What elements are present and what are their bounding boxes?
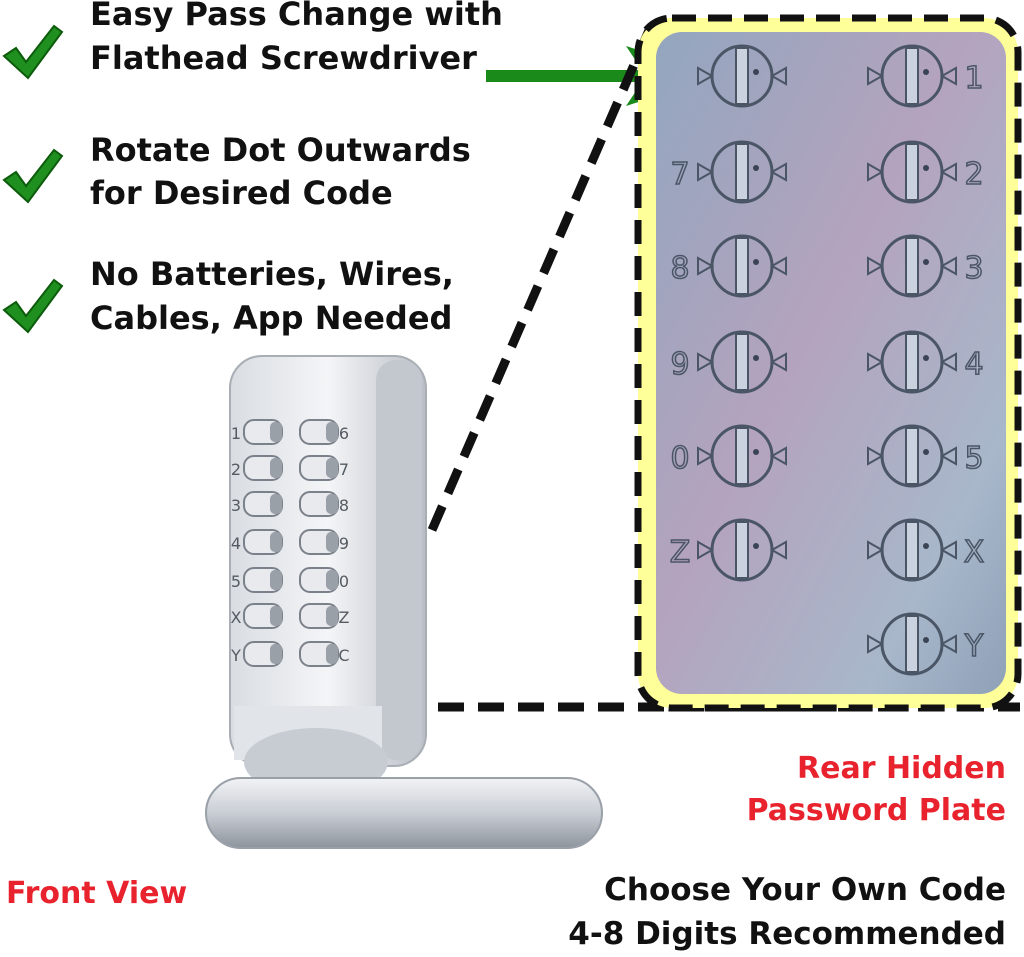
check-mark-icon [2, 24, 64, 80]
keypad-button: 0 [299, 567, 349, 593]
plate-dial: Z [669, 518, 787, 582]
feature-1-line1: Easy Pass Change with [90, 0, 503, 33]
feature-3-line2: Cables, App Needed [90, 299, 453, 337]
feature-1-line2: Flathead Screwdriver [90, 39, 477, 77]
plate-dial: 0 [670, 424, 787, 488]
keypad-button: 4 [231, 529, 283, 555]
plate-dial: 2 [867, 140, 984, 204]
check-mark-icon [2, 148, 64, 204]
plate-digit-label: 4 [964, 347, 983, 382]
keypad-digit-label: 6 [339, 424, 349, 443]
code-note-line2: 4-8 Digits Recommended [568, 916, 1006, 952]
rear-password-plate: 1 7 2 8 3 9 4 0 5Z X Y [634, 14, 1022, 712]
keypad-digit-label: 7 [339, 460, 349, 479]
keypad-digit-label: 9 [339, 534, 349, 553]
keypad-digit-label: 2 [231, 460, 241, 479]
keypad-button: 7 [299, 455, 349, 481]
plate-digit-label: 0 [670, 441, 689, 476]
rear-plate-label-line2: Password Plate [746, 793, 1006, 828]
plate-digit-label: 1 [964, 61, 983, 96]
plate-dial: 8 [670, 234, 787, 298]
plate-digit-label: 3 [964, 251, 983, 286]
plate-dial: X [867, 518, 985, 582]
keypad-button: Y [230, 641, 283, 667]
keypad-button: 9 [299, 529, 349, 555]
plate-digit-label: 8 [670, 251, 689, 286]
plate-dial: 7 [670, 140, 787, 204]
keypad-digit-label: Z [339, 608, 350, 627]
front-view-label: Front View [6, 876, 188, 911]
keypad-digit-label: 1 [231, 424, 241, 443]
feature-3-line1: No Batteries, Wires, [90, 255, 454, 293]
code-note-line1: Choose Your Own Code [604, 872, 1006, 908]
keypad-button: X [231, 603, 283, 629]
plate-dial: 4 [867, 330, 984, 394]
keypad-digit-label: 5 [231, 572, 241, 591]
keypad-digit-label: C [338, 646, 349, 665]
keypad-digit-label: 0 [339, 572, 349, 591]
plate-dial: 1 [867, 44, 984, 108]
keypad-button: 8 [299, 491, 349, 517]
feature-2-line2: for Desired Code [90, 174, 393, 212]
keypad-digit-label: 8 [339, 496, 349, 515]
keypad-digit-label: 4 [231, 534, 241, 553]
keypad-button: 3 [231, 491, 283, 517]
front-lock-image: 1 6 2 7 3 8 4 9 5 0X Z Y C [205, 355, 603, 849]
plate-dial: 3 [867, 234, 984, 298]
keypad-button: 6 [299, 419, 349, 445]
check-mark-icon [2, 278, 64, 334]
keypad-button: 1 [231, 419, 283, 445]
keypad-button: C [299, 641, 350, 667]
plate-digit-label: 9 [670, 347, 689, 382]
plate-digit-label: Y [964, 629, 984, 664]
plate-digit-label: 5 [964, 441, 983, 476]
plate-dial [697, 44, 787, 108]
plate-dial: Y [867, 612, 985, 676]
rear-plate-label-line1: Rear Hidden [797, 751, 1006, 786]
keypad-button: 5 [231, 567, 283, 593]
keypad-digit-label: X [231, 608, 242, 627]
keypad-button: Z [299, 603, 350, 629]
feature-2-line1: Rotate Dot Outwards [90, 131, 471, 169]
plate-dial: 9 [670, 330, 787, 394]
keypad-digit-label: Y [230, 646, 241, 665]
plate-dial: 5 [867, 424, 984, 488]
plate-digit-label: 2 [964, 157, 983, 192]
keypad-button: 2 [231, 455, 283, 481]
plate-digit-label: 7 [670, 157, 689, 192]
plate-digit-label: X [964, 535, 985, 570]
keypad-digit-label: 3 [231, 496, 241, 515]
plate-digit-label: Z [670, 535, 691, 570]
